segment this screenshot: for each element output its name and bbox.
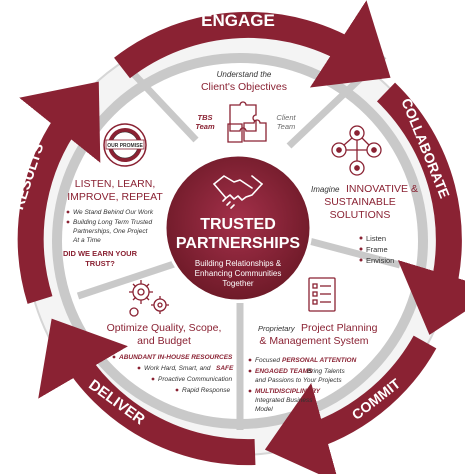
bullet	[175, 388, 179, 392]
bullet	[359, 258, 363, 262]
badge-text: OUR PROMISE	[107, 143, 143, 149]
segment-results: OUR PROMISE LISTEN, LEARN, IMPROVE, REPE…	[63, 123, 163, 268]
collaborate-bullet-listen: Listen	[366, 234, 386, 243]
divider-deliver-results	[76, 258, 182, 300]
checklist-icon	[308, 277, 336, 312]
segment-dividers	[76, 53, 401, 430]
center-hub: TRUSTED PARTNERSHIPS Building Relationsh…	[163, 153, 313, 303]
segment-deliver: Optimize Quality, Scope, and Budget ABUN…	[107, 280, 234, 394]
deliver-heading1: Optimize Quality, Scope,	[107, 322, 222, 334]
client-team-label-1: Client	[276, 113, 296, 122]
deliver-b2-em: SAFE	[216, 365, 234, 372]
results-b2-line1: Building Long Term Trusted	[73, 219, 153, 226]
bullet	[137, 366, 141, 370]
collaborate-bullet-envision: Envision	[366, 256, 394, 265]
results-heading1: LISTEN, LEARN,	[75, 178, 156, 190]
arrow-engage	[114, 0, 391, 88]
bullet	[248, 369, 252, 373]
commit-heading2: & Management System	[259, 335, 368, 347]
client-team-label-2: Team	[277, 122, 295, 131]
engage-line2: Client's Objectives	[201, 81, 287, 93]
arrow-deliver	[38, 318, 256, 466]
bullet	[151, 377, 155, 381]
segment-commit: Proprietary Project Planning & Managemen…	[248, 277, 378, 413]
results-question1: DID WE EARN YOUR	[63, 249, 138, 258]
collaborate-heading2: SUSTAINABLE	[324, 196, 396, 208]
segment-collaborate: Imagine INNOVATIVE & SUSTAINABLE SOLUTIO…	[311, 125, 418, 265]
deliver-b4: Rapid Response	[182, 387, 230, 394]
commit-b3-em: MULTIDISCIPLINARY	[255, 388, 321, 395]
arrow-results	[17, 81, 101, 304]
arrow-ring	[17, 0, 465, 474]
bullet	[66, 210, 70, 214]
center-sub-line2: Enhancing Communities	[195, 269, 282, 278]
badge-icon: OUR PROMISE	[103, 123, 147, 167]
collaborate-bullet-frame: Frame	[366, 245, 388, 254]
handshake-icon	[213, 175, 263, 209]
divider-collaborate-commit	[293, 233, 401, 269]
commit-b1-em: PERSONAL ATTENTION	[282, 357, 357, 364]
collaborate-heading1: INNOVATIVE &	[346, 183, 418, 195]
bullet	[248, 358, 252, 362]
ring-label-engage: ENGAGE	[201, 11, 275, 30]
commit-b3-line3: Model	[255, 406, 273, 413]
commit-b2-post: Bring Talents	[307, 368, 345, 375]
commit-b2-em: ENGAGED TEAMS	[255, 368, 313, 375]
center-title-line1: TRUSTED	[200, 216, 276, 233]
deliver-b1: ABUNDANT IN-HOUSE RESOURCES	[118, 354, 233, 361]
arrow-commit	[264, 335, 437, 474]
divider-results-engage	[127, 67, 199, 143]
tbs-team-label-2: Team	[195, 122, 215, 131]
results-question2: TRUST?	[85, 259, 115, 268]
arrow-collaborate	[376, 82, 465, 335]
collaborate-imagine: Imagine	[311, 185, 340, 194]
deliver-b3: Proactive Communication	[158, 376, 232, 383]
results-b1: We Stand Behind Our Work	[73, 209, 154, 216]
deliver-heading2: and Budget	[137, 335, 191, 347]
engage-line1: Understand the	[217, 70, 272, 79]
results-heading2: IMPROVE, REPEAT	[67, 191, 163, 203]
puzzle-icon	[227, 101, 267, 143]
bullet	[66, 220, 70, 224]
tbs-team-label-1: TBS	[198, 113, 213, 122]
commit-b2-line2: and Passions to Your Projects	[255, 377, 342, 384]
center-title-line2: PARTNERSHIPS	[176, 235, 300, 252]
gears-icon	[129, 280, 169, 317]
center-sub-line1: Building Relationships &	[195, 259, 282, 268]
commit-b3-line2: Integrated Business	[255, 397, 313, 404]
collaborate-heading3: SOLUTIONS	[330, 209, 391, 221]
results-b2-line3: At a Time	[72, 237, 101, 244]
center-circle	[163, 153, 313, 303]
bullet	[359, 236, 363, 240]
commit-b1-pre: Focused	[255, 357, 280, 364]
commit-proprietary: Proprietary	[258, 324, 296, 333]
segment-engage: Understand the Client's Objectives TBS T…	[195, 70, 296, 143]
deliver-b2-pre: Work Hard, Smart, and	[144, 365, 211, 372]
people-network-icon	[331, 125, 382, 176]
results-b2-line2: Partnerships, One Project	[73, 228, 149, 235]
center-sub-line3: Together	[222, 279, 253, 288]
bullet	[248, 389, 252, 393]
commit-heading1: Project Planning	[301, 322, 378, 334]
bullet	[359, 247, 363, 251]
bullet	[112, 355, 116, 359]
